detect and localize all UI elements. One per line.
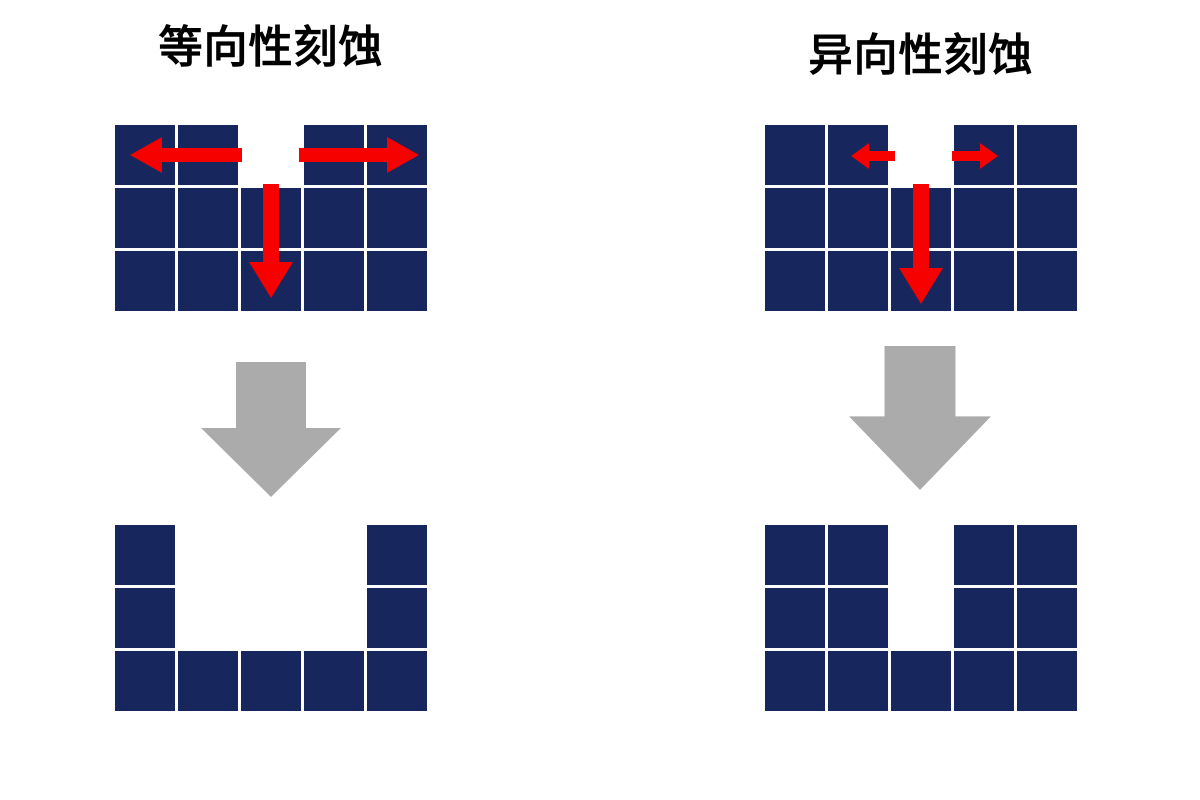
material-cell: [765, 525, 825, 585]
material-cell: [828, 188, 888, 248]
material-cell: [1017, 251, 1077, 311]
material-cell: [178, 251, 238, 311]
material-cell: [828, 525, 888, 585]
anisotropic-title: 异向性刻蚀: [808, 31, 1034, 80]
material-cell: [178, 651, 238, 711]
material-cell: [954, 588, 1014, 648]
material-cell: [891, 651, 951, 711]
material-cell: [115, 188, 175, 248]
etched-gap-cell: [178, 588, 238, 648]
material-cell: [241, 651, 301, 711]
material-cell: [304, 651, 364, 711]
material-cell: [1017, 188, 1077, 248]
material-cell: [367, 188, 427, 248]
material-cell: [765, 651, 825, 711]
material-cell: [765, 251, 825, 311]
etched-gap-cell: [891, 588, 951, 648]
anisotropic-after-grid: [765, 525, 1077, 711]
material-cell: [304, 251, 364, 311]
material-cell: [765, 588, 825, 648]
etched-gap-cell: [241, 588, 301, 648]
etch-arrow-left-small-icon: [851, 143, 895, 169]
material-cell: [954, 525, 1014, 585]
material-cell: [828, 251, 888, 311]
process-arrow-down-icon: [849, 346, 991, 490]
material-cell: [1017, 125, 1077, 185]
etched-gap-cell: [891, 525, 951, 585]
material-cell: [765, 188, 825, 248]
material-cell: [178, 188, 238, 248]
material-cell: [304, 188, 364, 248]
material-cell: [1017, 525, 1077, 585]
isotropic-after-grid: [115, 525, 427, 711]
material-cell: [367, 251, 427, 311]
material-cell: [367, 588, 427, 648]
etched-gap-cell: [241, 125, 301, 185]
material-cell: [828, 651, 888, 711]
etch-arrow-down-icon: [249, 184, 293, 298]
material-cell: [765, 125, 825, 185]
material-cell: [954, 188, 1014, 248]
etch-arrow-left-icon: [130, 137, 242, 173]
isotropic-title: 等向性刻蚀: [158, 23, 384, 72]
etched-gap-cell: [241, 525, 301, 585]
material-cell: [115, 651, 175, 711]
material-cell: [367, 651, 427, 711]
material-cell: [954, 251, 1014, 311]
material-cell: [115, 588, 175, 648]
material-cell: [1017, 588, 1077, 648]
etched-gap-cell: [891, 125, 951, 185]
etched-gap-cell: [304, 588, 364, 648]
etch-arrow-right-icon: [299, 137, 419, 173]
material-cell: [954, 651, 1014, 711]
material-cell: [828, 588, 888, 648]
etched-gap-cell: [304, 525, 364, 585]
etch-arrow-right-small-icon: [952, 143, 998, 169]
material-cell: [115, 251, 175, 311]
process-arrow-down-icon: [201, 362, 341, 497]
etched-gap-cell: [178, 525, 238, 585]
material-cell: [115, 525, 175, 585]
material-cell: [1017, 651, 1077, 711]
material-cell: [367, 525, 427, 585]
etch-arrow-down-icon: [899, 184, 943, 304]
